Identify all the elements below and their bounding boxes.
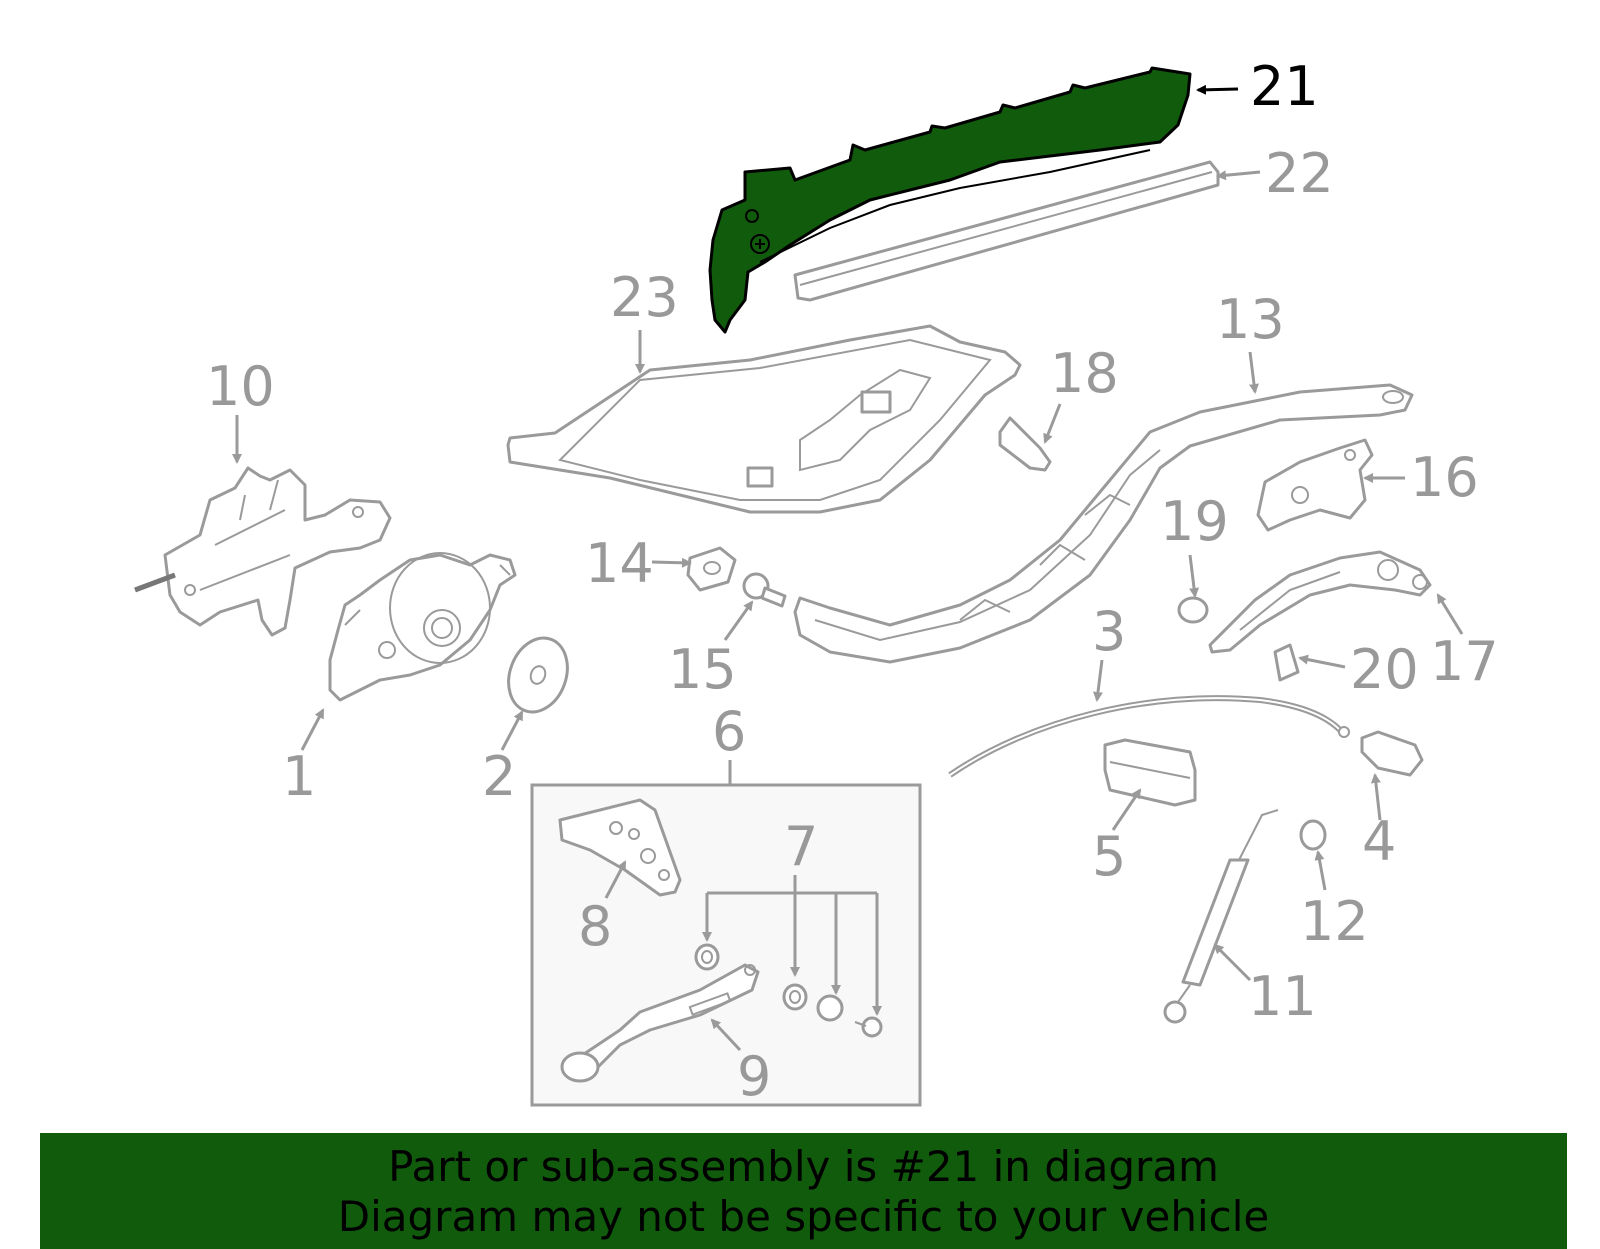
footer-line-1: Part or sub-assembly is #21 in diagram [388,1142,1219,1191]
part-13[interactable] [793,383,1414,664]
callout-7: 7 [784,815,818,878]
part-7[interactable] [694,943,883,1038]
part-22[interactable] [793,160,1220,302]
callout-4: 4 [1362,810,1396,873]
callout-20: 20 [1350,638,1419,701]
part-12[interactable] [1299,819,1327,851]
callout-11: 11 [1248,965,1317,1028]
part-18[interactable] [998,416,1052,472]
part-8[interactable] [558,798,682,897]
callout-10: 10 [206,355,275,418]
callout-22: 22 [1265,142,1334,205]
part-23[interactable] [506,324,1022,514]
part-20[interactable] [1273,643,1300,682]
callout-12: 12 [1300,890,1369,953]
callout-15: 15 [668,638,737,701]
part-14[interactable] [686,546,737,592]
part-3[interactable] [948,695,1350,778]
callout-18: 18 [1050,342,1119,405]
part-4[interactable] [1360,730,1424,777]
part-1[interactable] [328,552,517,702]
callout-19: 19 [1160,490,1229,553]
callout-13: 13 [1216,288,1285,351]
part-5[interactable] [1103,738,1197,807]
part-21-highlighted[interactable] [708,66,1192,334]
callout-8: 8 [578,895,612,958]
callout-17: 17 [1430,630,1499,693]
part-2[interactable] [499,630,578,721]
part-10[interactable] [134,466,392,637]
leader-lines [232,84,1464,1052]
callout-16: 16 [1410,446,1479,509]
part-16[interactable] [1256,438,1374,532]
callout-9: 9 [737,1045,771,1108]
callout-2: 2 [482,745,516,808]
callout-21: 21 [1250,55,1319,118]
part-19[interactable] [1177,596,1209,624]
callout-labels: 21 22 23 13 18 10 16 19 14 15 17 20 1 2 … [206,55,1499,1108]
callout-3: 3 [1092,600,1126,663]
footer-line-2: Diagram may not be specific to your vehi… [337,1192,1270,1241]
part-11[interactable] [1163,809,1279,1024]
part-17[interactable] [1208,550,1432,654]
part-15[interactable] [742,572,787,608]
footer-banner: Part or sub-assembly is #21 in diagram D… [40,1133,1567,1249]
callout-1: 1 [282,745,316,808]
callout-5: 5 [1092,825,1126,888]
callout-14: 14 [585,532,654,595]
callout-6: 6 [712,700,746,763]
part-9[interactable] [560,963,760,1083]
callout-23: 23 [610,266,679,329]
